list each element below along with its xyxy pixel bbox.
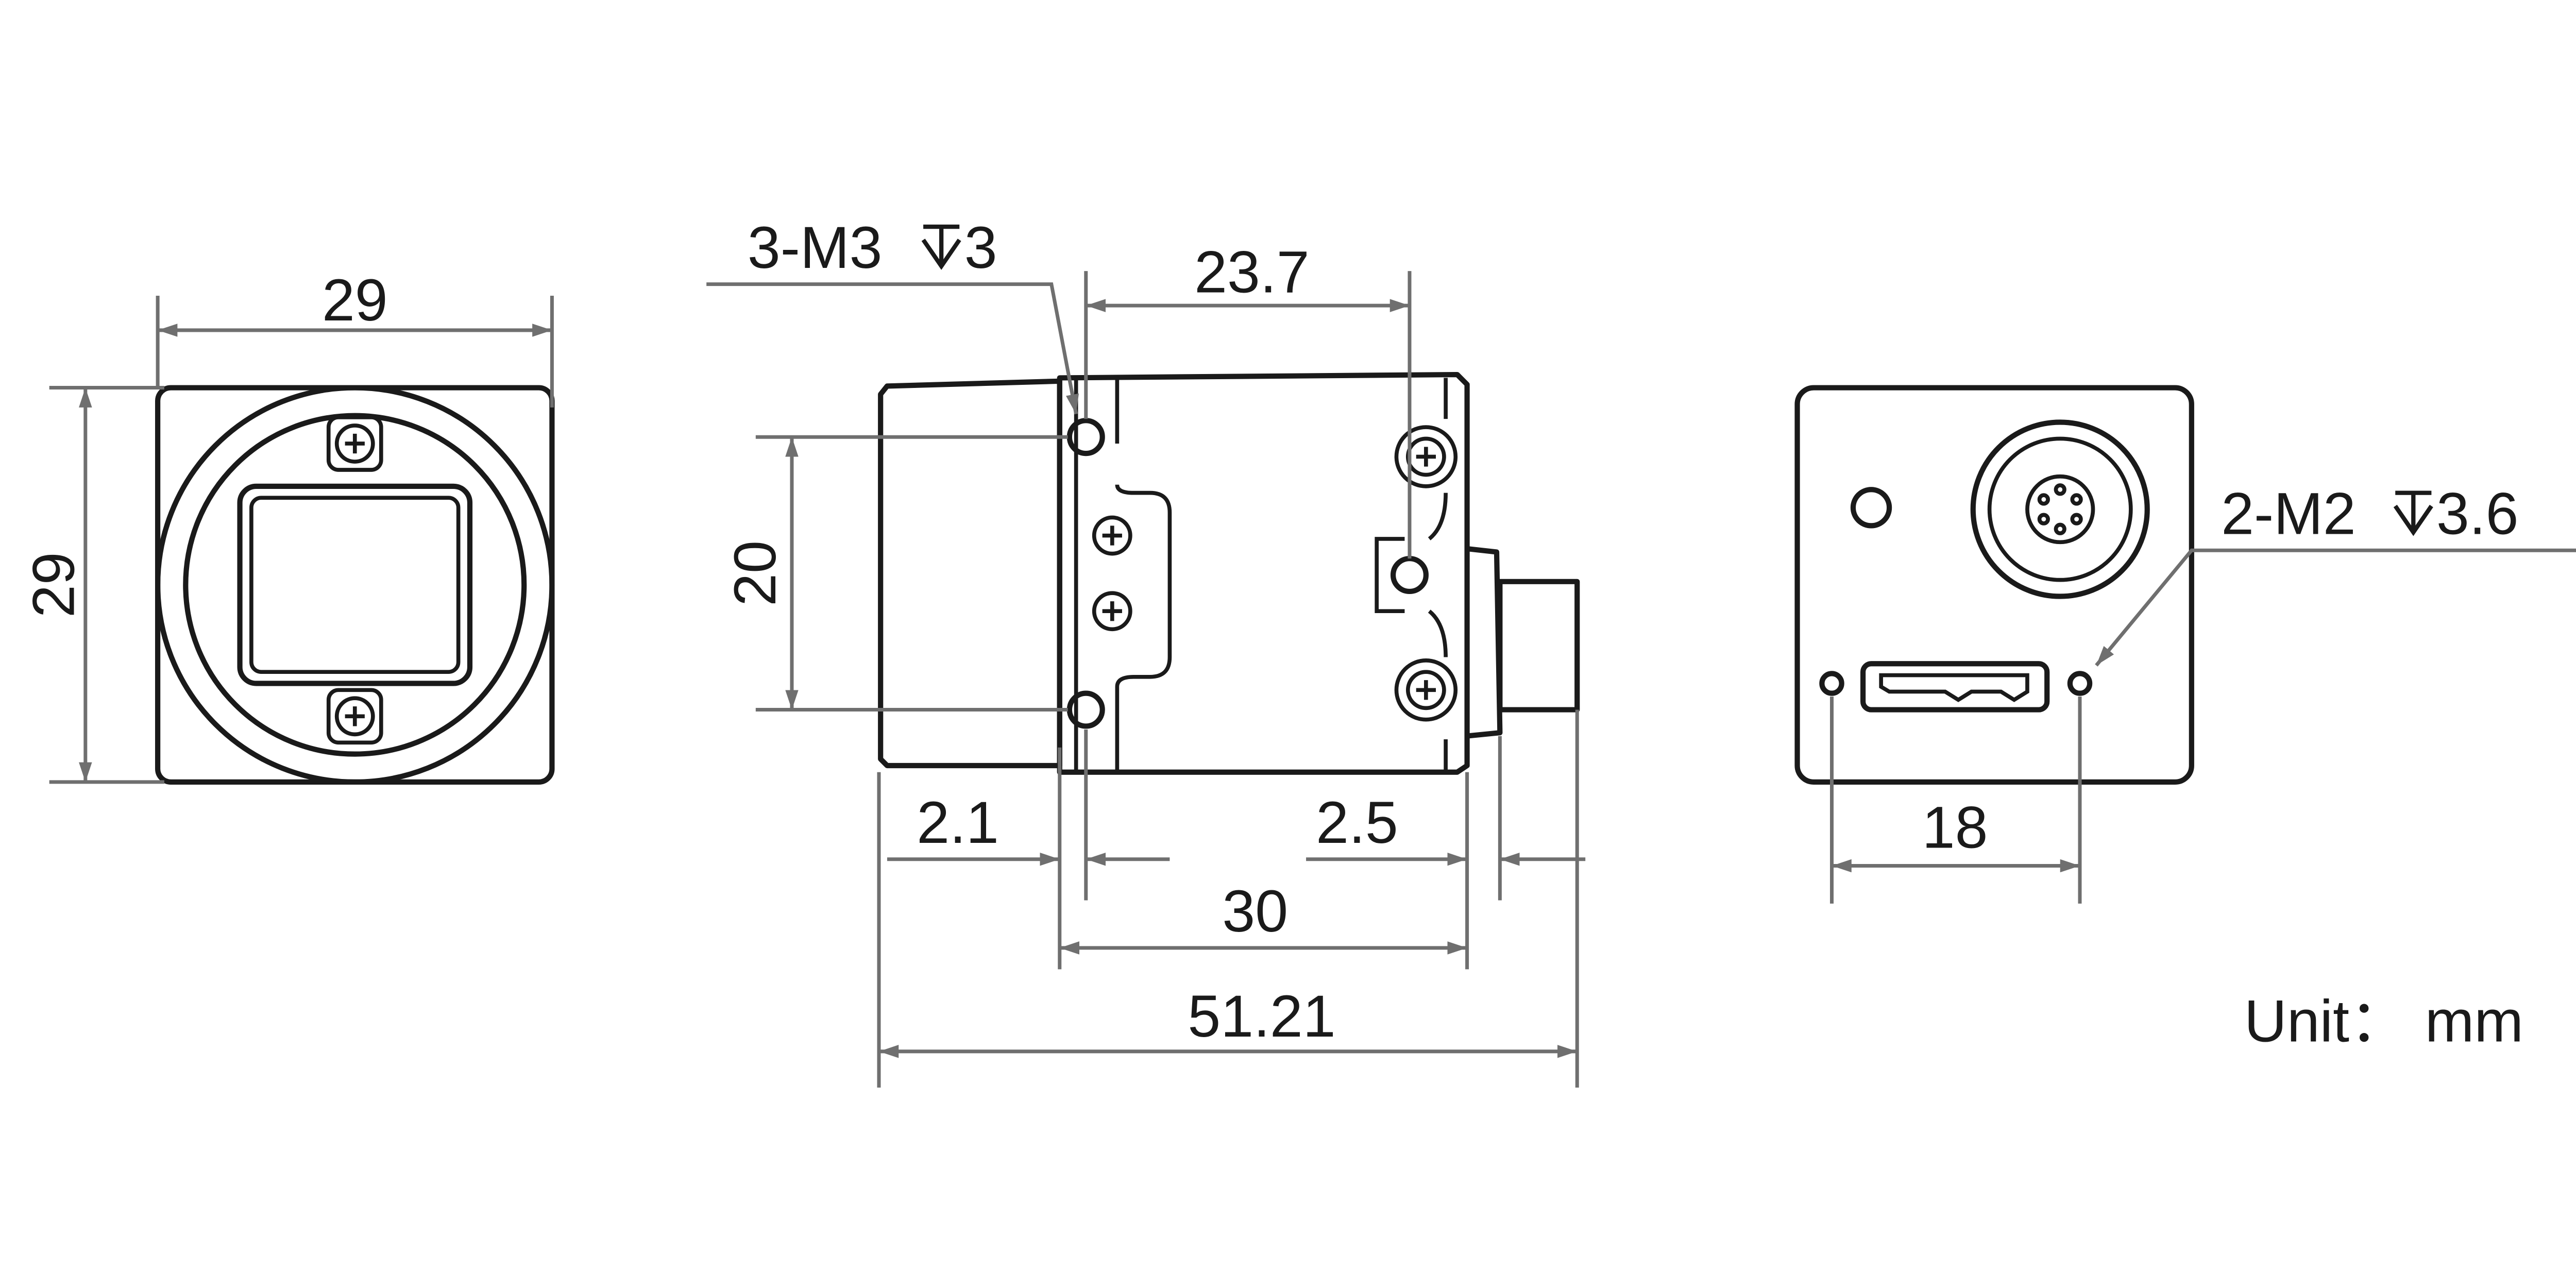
rear-thread-leader — [2095, 548, 2576, 667]
side-connector-nut — [1464, 546, 1503, 739]
rear-thread-note: 2-M2 3.6 — [2221, 481, 2518, 547]
svg-text:3-M3: 3-M3 — [748, 215, 883, 281]
depth-symbol-icon — [2393, 490, 2433, 536]
rear-thread-hole-left — [1819, 671, 1844, 696]
rear-hole-spacing-label: 18 — [1922, 794, 1988, 860]
rear-led-indicator — [1850, 487, 1892, 529]
rear-io-connector-outer — [1970, 419, 2150, 599]
lens-mount-outer-ring — [155, 385, 555, 785]
rear-io-connector-inner — [1987, 436, 2133, 582]
mount-screw-bottom — [326, 688, 383, 745]
rear-housing — [1794, 385, 2194, 785]
front-width-label: 29 — [322, 267, 388, 333]
unit-note: Unit： mm — [2244, 989, 2523, 1055]
side-overall-label: 51.21 — [1188, 984, 1335, 1049]
mount-screw-top — [326, 415, 383, 472]
depth-symbol-icon — [921, 224, 961, 270]
rear-io-connector-core — [2025, 474, 2095, 545]
side-left-offset-label: 2.1 — [917, 790, 999, 856]
svg-text:2-M2: 2-M2 — [2221, 481, 2356, 547]
rear-view: 2-M2 3.6 18 — [1794, 385, 2576, 904]
rear-usb-port-inner — [1879, 673, 2029, 702]
side-thread-hole-top — [1066, 418, 1105, 456]
svg-text:3: 3 — [964, 215, 997, 281]
side-screw-2 — [1396, 660, 1455, 720]
rear-usb-port-outer — [1860, 661, 2050, 713]
rear-io-pins — [2037, 483, 2083, 535]
side-view: 3-M3 3 23.7 20 2.1 2.5 — [706, 215, 1586, 1088]
side-thread-hole-bottom — [1066, 690, 1105, 729]
side-right-offset-label: 2.5 — [1316, 790, 1398, 856]
side-vertical-label: 20 — [722, 540, 788, 606]
rear-thread-hole-right — [2067, 671, 2093, 696]
side-top-label: 23.7 — [1194, 240, 1309, 306]
side-screw-3 — [1094, 517, 1130, 553]
front-height-label: 29 — [21, 552, 87, 618]
sensor-window-inner — [249, 496, 461, 674]
side-connector-plug — [1497, 579, 1580, 713]
sensor-window-outer — [237, 483, 473, 686]
side-screw-1 — [1396, 427, 1455, 486]
side-thread-note: 3-M3 3 — [748, 215, 997, 281]
side-screw-4 — [1094, 593, 1130, 629]
front-view: 29 29 — [21, 267, 555, 785]
svg-text:3.6: 3.6 — [2436, 481, 2519, 547]
side-thread-hole-right — [1390, 556, 1429, 595]
side-body-label: 30 — [1222, 878, 1288, 944]
side-thread-leader — [706, 282, 1079, 415]
